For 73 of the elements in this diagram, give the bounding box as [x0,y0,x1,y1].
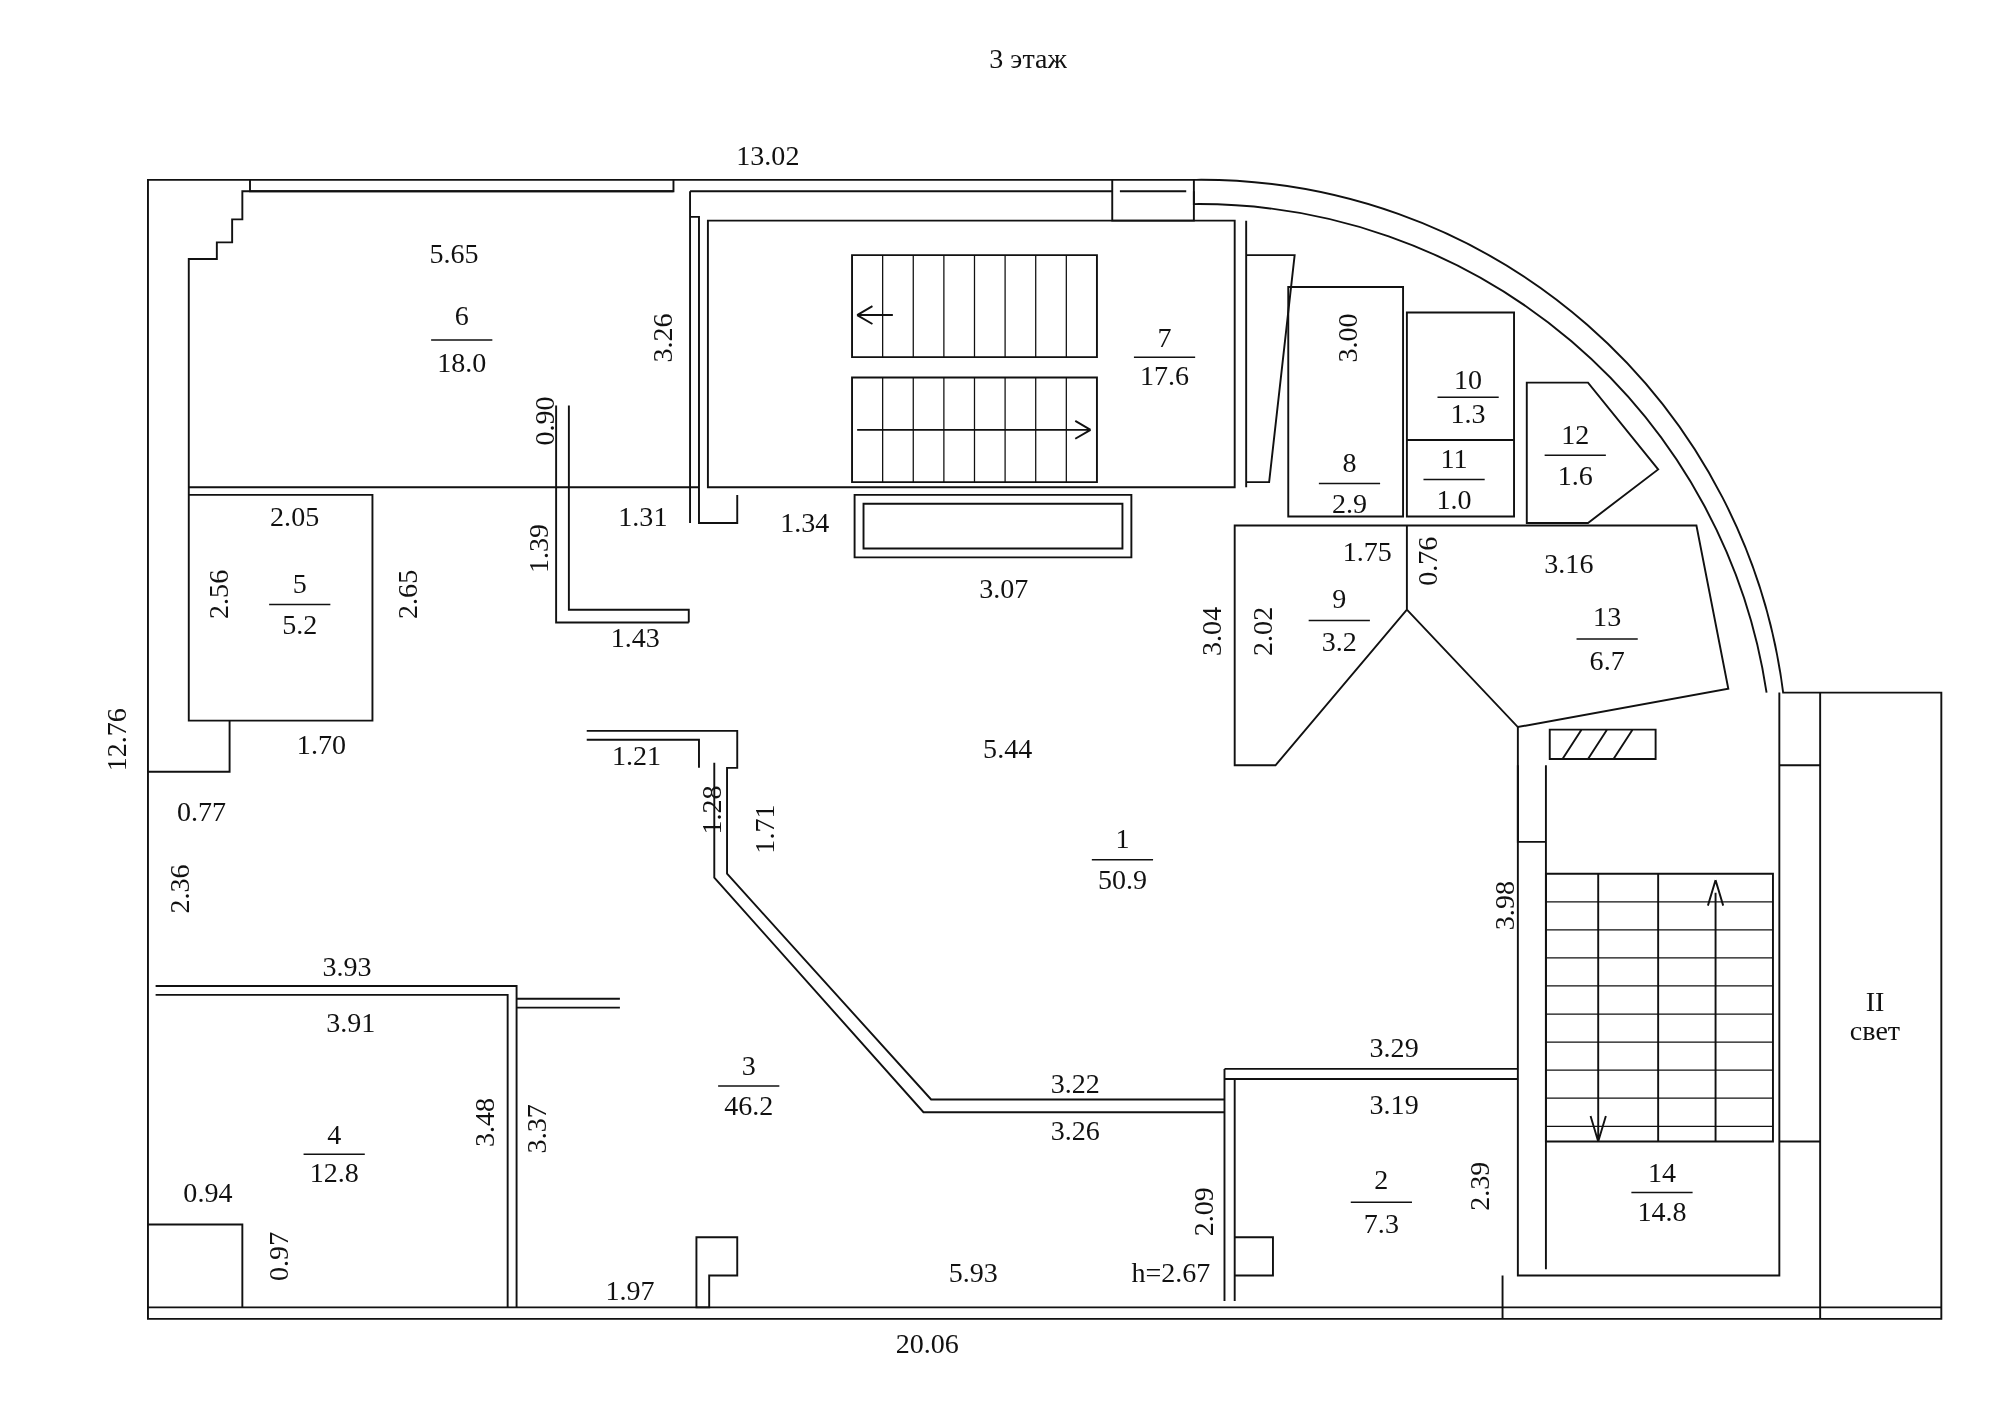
room-number: 10 [1454,366,1483,395]
room-number: 8 [1342,449,1357,478]
dimension-label: 1.21 [611,742,662,771]
room-area: 17.6 [1140,362,1190,391]
dimension-label: 1.75 [1342,538,1392,567]
dimension-label: 3.07 [979,575,1029,604]
dimension-label: 13.02 [736,141,800,170]
room-number: 1 [1115,825,1130,854]
dimension-label: 1.28 [697,785,726,835]
floor-title: 3 этаж [989,44,1067,73]
dimension-label: 0.90 [530,396,559,446]
dimension-label: 0.76 [1414,536,1443,586]
dimension-label: 3.37 [522,1104,551,1154]
dimension-label: 0.77 [177,798,227,827]
dimension-label: 1.31 [618,502,668,531]
dimension-label: 3.91 [326,1008,376,1037]
area-label: II свет [1848,988,1902,1045]
room-area: 1.0 [1436,485,1472,515]
room-area: 50.9 [1097,866,1147,895]
dimension-label: 3.16 [1544,549,1594,578]
dimension-label: 3.22 [1050,1070,1100,1099]
room-area: 14.8 [1637,1197,1687,1226]
room-area: 1.3 [1450,400,1486,429]
room-number: 14 [1647,1159,1676,1188]
dimension-label: 1.43 [610,623,660,652]
dimension-label: 2.36 [165,864,194,914]
room-area: 1.6 [1557,461,1593,490]
dimension-label: 1.97 [605,1276,655,1305]
room-number: 5 [292,570,307,599]
dimension-label: 2.65 [394,569,423,619]
room-number: 2 [1374,1165,1389,1194]
dimension-label: 3.00 [1334,313,1363,363]
dimension-label: 5.65 [429,239,479,268]
dimension-label: 3.93 [322,952,372,981]
room-area: 12.8 [309,1159,359,1188]
room-area: 6.7 [1589,646,1625,675]
dimension-label: 0.94 [183,1178,233,1207]
room-number: 9 [1332,585,1347,614]
room-area: 2.9 [1331,489,1368,518]
dimension-label: 3.26 [649,313,678,363]
room-area: 46.2 [724,1091,774,1120]
dimension-label: 3.04 [1197,606,1226,656]
room-number: 6 [454,302,469,331]
dimension-label: 12.76 [103,708,132,772]
dimension-label: 1.70 [296,730,346,759]
room-area: 7.3 [1363,1210,1399,1239]
room-area: 3.2 [1321,627,1357,656]
dimension-label: 5.44 [983,734,1033,763]
room-number: 3 [741,1052,756,1081]
room-area: 5.2 [282,610,318,640]
dimension-label: 2.56 [205,569,234,619]
dimension-label: 3.19 [1369,1090,1419,1119]
room-number: 13 [1593,603,1622,632]
dimension-label: 5.93 [948,1258,998,1287]
dimension-label: 1.71 [751,804,780,854]
room-number: 11 [1440,445,1468,474]
dimension-label: 1.39 [525,523,554,573]
dimension-label: 2.39 [1465,1161,1494,1211]
room-number: 12 [1561,420,1590,449]
dimension-label: 3.29 [1369,1034,1419,1063]
dimension-label: h=2.67 [1131,1258,1211,1287]
dimension-label: 3.48 [470,1097,499,1147]
dimension-label: 0.97 [265,1231,294,1281]
dimension-label: 3.26 [1050,1117,1100,1146]
dimension-label: 20.06 [895,1330,959,1359]
dimension-label: 2.09 [1190,1187,1219,1237]
dimension-label: 1.34 [780,508,830,537]
room-area: 18.0 [437,349,487,378]
dimension-label: 2.02 [1248,606,1277,656]
dimension-label: 3.98 [1491,881,1520,931]
dimension-label: 2.05 [270,502,320,531]
room-number: 7 [1157,324,1172,353]
room-number: 4 [327,1121,342,1150]
